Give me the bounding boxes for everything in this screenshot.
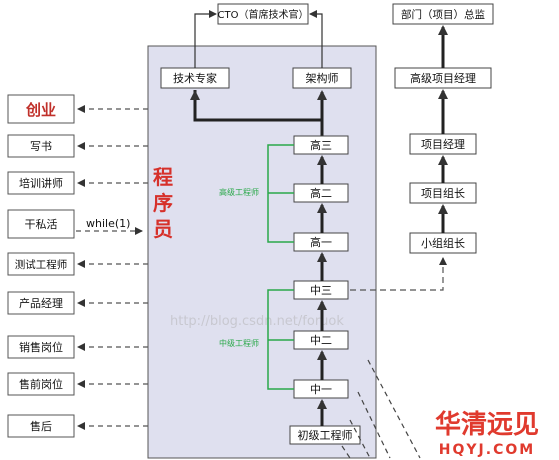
watermark: http://blog.csdn.net/foruok (170, 314, 344, 329)
mid1-label: 中一 (310, 383, 332, 396)
mid-group-label: 中级工程师 (219, 338, 259, 348)
mid2-label: 中二 (310, 334, 332, 347)
side-job-label: 干私活 (25, 218, 58, 231)
startup-label: 创业 (25, 101, 56, 119)
programmer-label-3: 员 (153, 217, 173, 241)
pm-label: 项目经理 (421, 138, 465, 151)
junior-label: 初级工程师 (298, 428, 353, 442)
arrow-architect-to-cto (309, 10, 323, 68)
junior-box (289, 425, 361, 445)
senior3-label: 高三 (310, 138, 332, 152)
senior-group-label: 高级工程师 (219, 187, 259, 197)
startup-box (7, 94, 75, 124)
cto-label: CTO（首席技术官） (218, 8, 309, 21)
dashed-mid3-to-groupleader (350, 257, 447, 291)
dept-director-label: 部门（项目）总监 (401, 8, 485, 21)
sales-label: 销售岗位 (19, 340, 63, 354)
logo-en: HQYJ.COM (439, 442, 535, 458)
presales-box (7, 372, 75, 396)
trainer-box (7, 171, 75, 195)
side-job-box (7, 209, 75, 239)
senior2-label: 高二 (310, 186, 332, 200)
while-label: while(1) (86, 217, 130, 230)
write-book-label: 写书 (30, 140, 52, 153)
architect-label: 架构师 (306, 71, 339, 85)
sales-box (7, 335, 75, 359)
diagonal-dashed-lines (341, 359, 421, 459)
dept-director-box (392, 3, 494, 25)
senior1-label: 高一 (310, 235, 332, 249)
presales-label: 售前岗位 (19, 377, 63, 391)
hqyj-logo: 华清远见 HQYJ.COM (435, 409, 539, 458)
arrow-expert-to-cto (194, 10, 217, 68)
test-engineer-box (7, 252, 75, 276)
product-manager-label: 产品经理 (19, 296, 63, 310)
senior-group-bracket (267, 144, 294, 243)
trainer-label: 培训讲师 (19, 176, 63, 190)
aftersales-label: 售后 (30, 419, 52, 433)
cto-box (217, 3, 309, 25)
mid-group-bracket (267, 289, 294, 390)
product-manager-box (7, 291, 75, 315)
write-book-box (7, 134, 75, 158)
test-engineer-label: 测试工程师 (15, 258, 68, 271)
tech-expert-label: 技术专家 (173, 71, 217, 85)
left-dashed-arrows (76, 105, 148, 430)
left-options: 创业 写书 培训讲师 干私活 测试工程师 产品经理 销售岗位 售前岗位 售后 (7, 94, 75, 438)
mid3-label: 中三 (310, 284, 332, 297)
senior-pm-label: 高级项目经理 (410, 71, 476, 85)
programmer-label-2: 序 (153, 191, 173, 215)
aftersales-box (7, 414, 75, 438)
group-leader-label: 小组组长 (421, 236, 465, 250)
logo-cn: 华清远见 (435, 409, 539, 440)
team-leader-label: 项目组长 (421, 186, 465, 200)
programmer-label: 程 (153, 165, 173, 189)
